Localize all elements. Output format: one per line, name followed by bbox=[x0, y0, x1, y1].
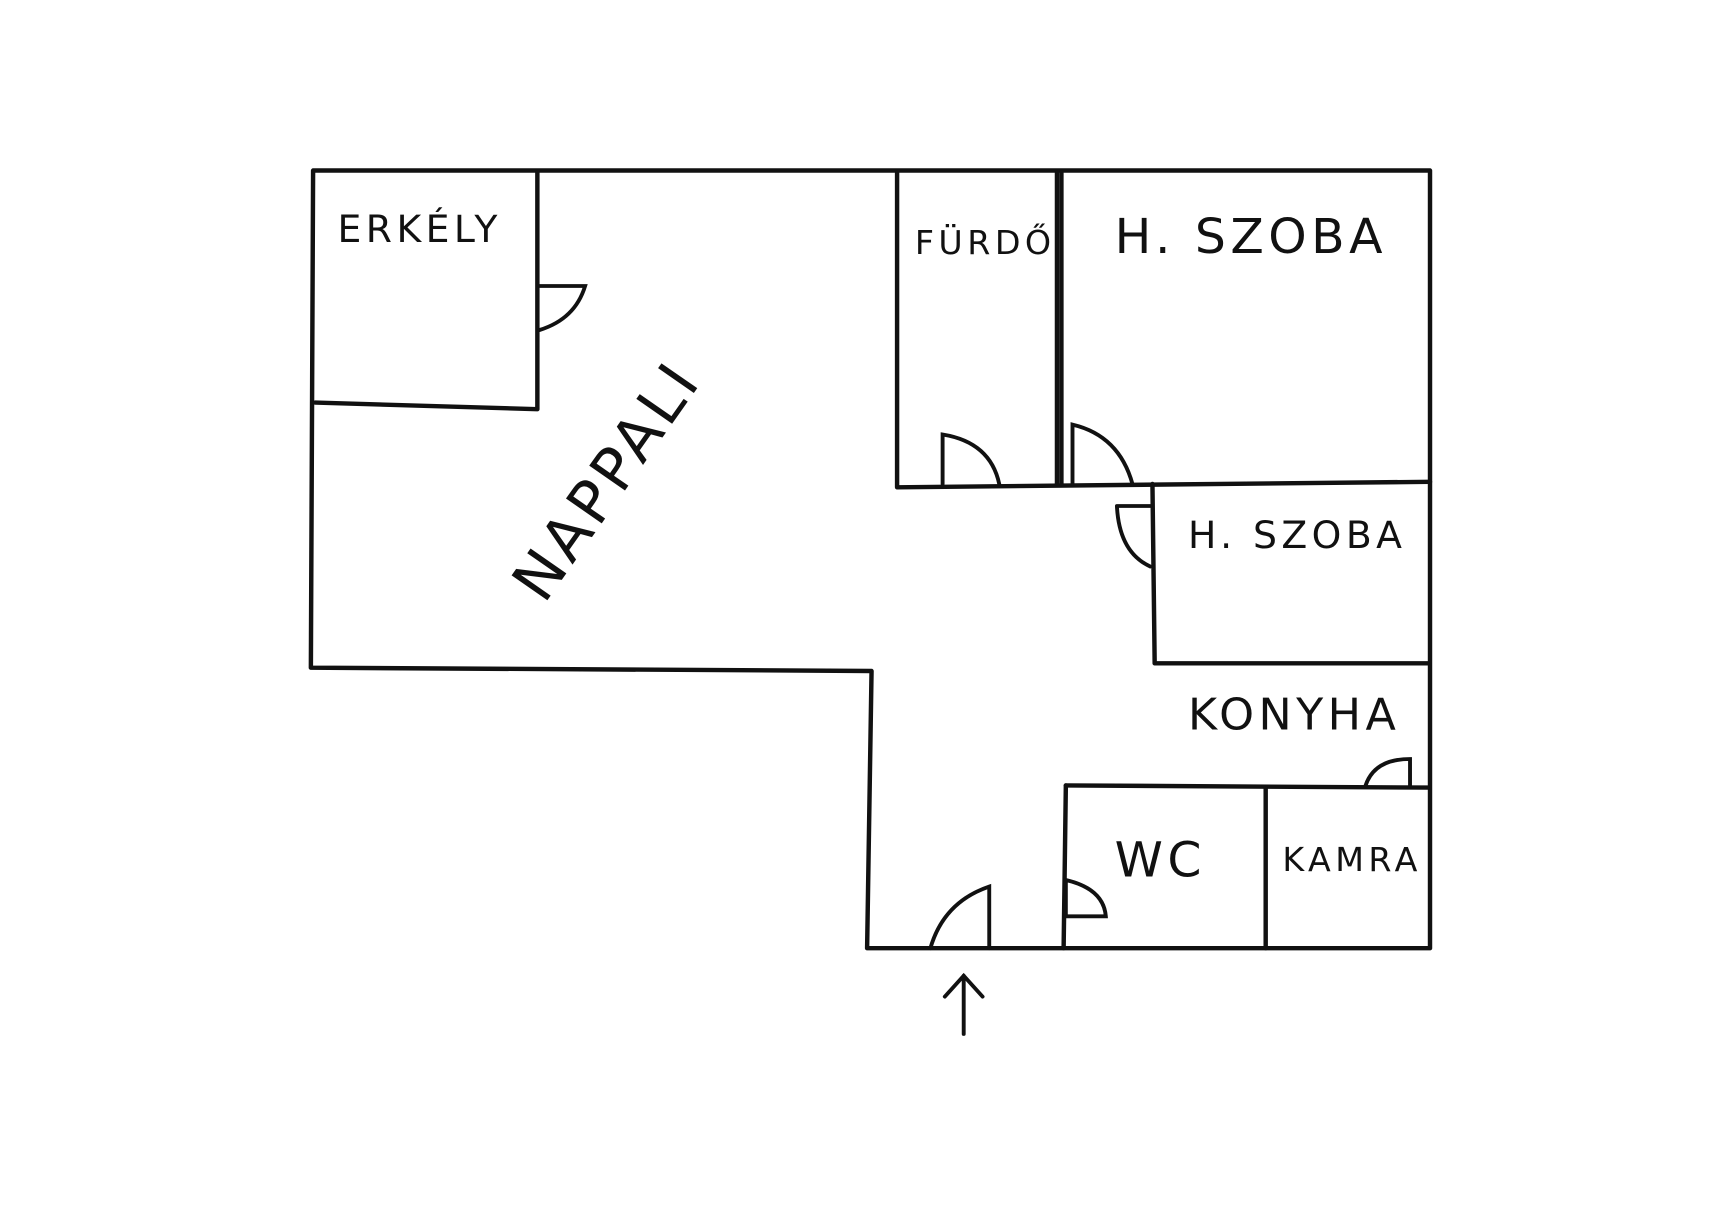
door-bedroom-1 bbox=[1070, 422, 1135, 486]
door-entrance bbox=[928, 883, 992, 951]
door-bedroom-2 bbox=[1114, 504, 1153, 569]
door-pantry bbox=[1363, 757, 1412, 788]
room-label-bedroom-1: H. SZOBA bbox=[1115, 209, 1387, 265]
room-label-living-room: NAPPALI bbox=[500, 349, 716, 614]
room-label-balcony: ERKÉLY bbox=[338, 207, 502, 251]
door-bathroom bbox=[940, 432, 1002, 486]
room-label-bathroom: FÜRDŐ bbox=[915, 222, 1056, 262]
room-label-bedroom-2: H. SZOBA bbox=[1188, 513, 1406, 557]
outer-walls bbox=[308, 168, 1433, 951]
room-label-pantry: KAMRA bbox=[1282, 840, 1422, 879]
interior-walls bbox=[313, 170, 1433, 951]
door-balcony bbox=[537, 284, 588, 332]
entrance-arrow-icon bbox=[942, 972, 985, 1036]
room-label-kitchen: KONYHA bbox=[1188, 689, 1400, 740]
room-label-toilet: WC bbox=[1115, 833, 1206, 889]
door-toilet bbox=[1063, 878, 1108, 919]
